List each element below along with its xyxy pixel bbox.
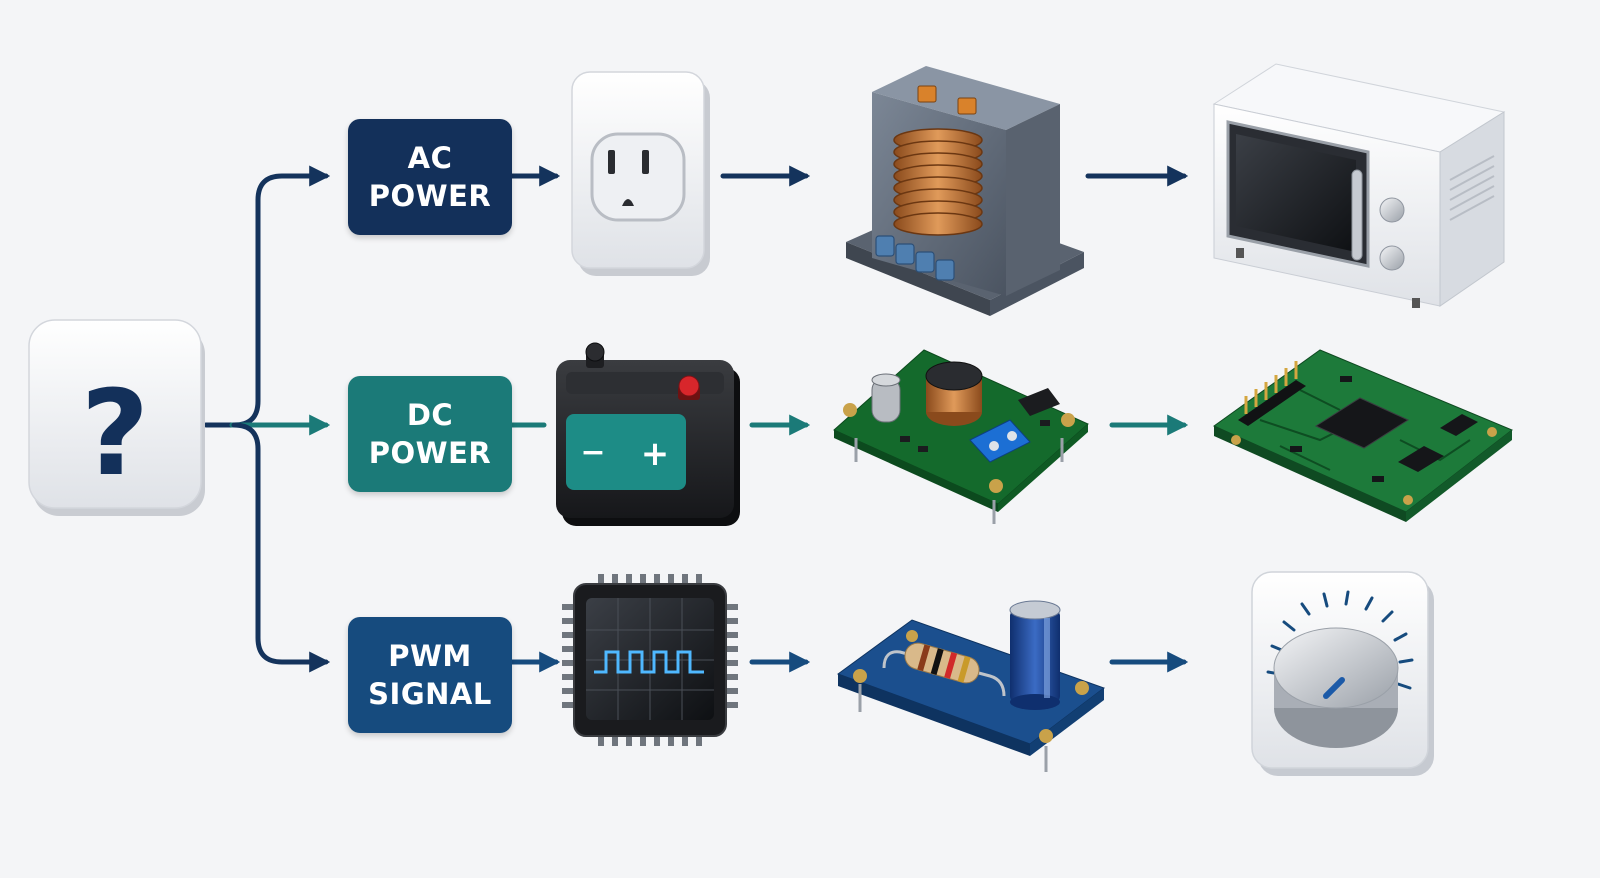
branch-connector xyxy=(203,165,331,673)
pwm-chip-icon xyxy=(562,574,738,746)
rc-filter-board-icon xyxy=(836,600,1106,772)
dimmer-knob-icon xyxy=(1251,571,1434,776)
svg-text:+: + xyxy=(641,434,670,474)
dc-power-label: DC POWER xyxy=(348,376,512,492)
microwave-icon xyxy=(1212,63,1506,308)
wall-outlet-icon xyxy=(571,71,710,276)
question-mark-icon: ? xyxy=(28,319,205,516)
pwm-signal-label: PWM SIGNAL xyxy=(348,617,512,733)
dc-regulator-board-icon xyxy=(833,349,1089,524)
battery-icon: − + xyxy=(556,342,740,526)
svg-text:−: − xyxy=(580,435,605,470)
pwm-signal-label-line1: PWM xyxy=(388,639,472,673)
transformer-icon xyxy=(846,66,1084,316)
microcontroller-board-icon xyxy=(1213,349,1513,522)
ac-power-label-line1: AC xyxy=(407,141,453,175)
pwm-signal-label-line2: SIGNAL xyxy=(368,677,492,711)
dc-power-label-line2: POWER xyxy=(368,436,492,470)
dc-power-label-line1: DC xyxy=(406,398,454,432)
ac-power-label-line2: POWER xyxy=(368,179,492,213)
ac-power-label: AC POWER xyxy=(348,119,512,235)
svg-text:?: ? xyxy=(81,364,149,502)
